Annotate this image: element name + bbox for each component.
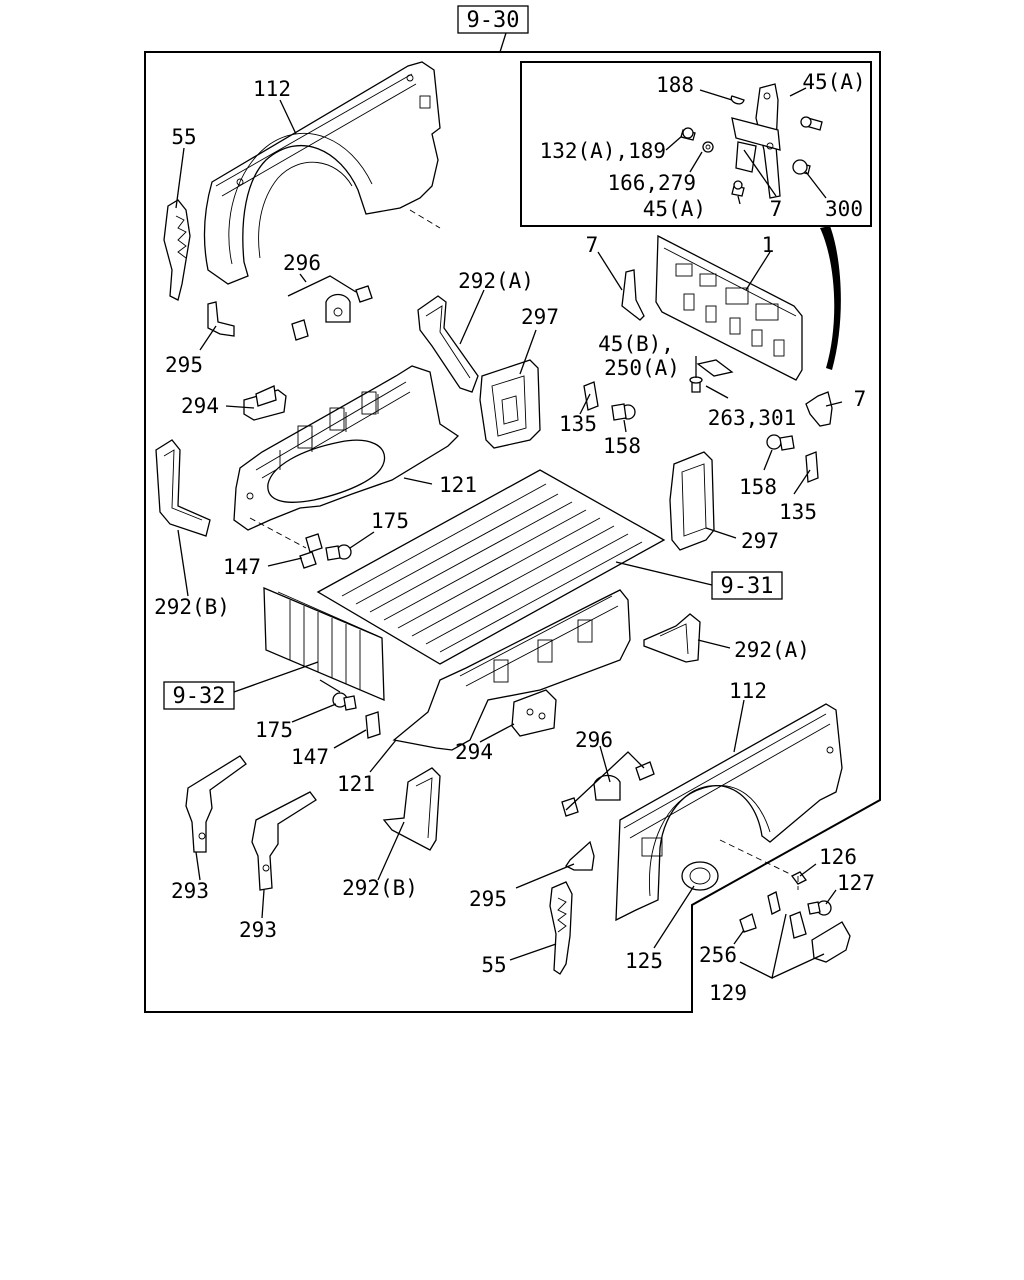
label-135-upper: 135 xyxy=(559,412,597,436)
label-297-upper: 297 xyxy=(521,305,559,329)
rear-fender-upper xyxy=(203,61,441,285)
label-126: 126 xyxy=(819,845,857,869)
label-292A-lower: 292(A) xyxy=(734,638,810,662)
weatherstrip-upper xyxy=(163,199,191,301)
label-158-upper: 158 xyxy=(603,434,641,458)
page-ref-box: 9-30 xyxy=(457,5,529,53)
guide-lines xyxy=(249,209,799,890)
bolt-set-tailgate xyxy=(689,359,734,393)
bed-box-297-right xyxy=(669,451,715,551)
label-292B-left: 292(B) xyxy=(154,595,230,619)
bracket-295-lower xyxy=(565,840,595,871)
label-293-b: 293 xyxy=(239,918,277,942)
weatherstrip-lower xyxy=(549,881,573,975)
label-175-upper: 175 xyxy=(371,509,409,533)
page-ref-label: 9-30 xyxy=(467,8,520,33)
bolt-clip-upper xyxy=(299,533,352,569)
label-297-right: 297 xyxy=(741,529,779,553)
front-panel-ref-label: 9-32 xyxy=(173,684,226,709)
bracket-294-upper xyxy=(243,385,287,421)
bracket-293-a xyxy=(185,755,247,853)
label-112-lower: 112 xyxy=(729,679,767,703)
label-147-lower: 147 xyxy=(291,745,329,769)
assembly-frame xyxy=(144,51,881,1013)
label-7-right: 7 xyxy=(854,387,867,411)
callout-labels: 112 55 188 45(A) 132(A),189 166,279 45(A… xyxy=(154,70,875,1005)
label-147-upper: 147 xyxy=(223,555,261,579)
label-293-a: 293 xyxy=(171,879,209,903)
bed-floor: 9-31 xyxy=(316,469,783,665)
label-55-upper: 55 xyxy=(171,125,196,149)
label-121-upper: 121 xyxy=(439,473,477,497)
label-294-lower: 294 xyxy=(455,740,493,764)
tailgate xyxy=(655,234,803,381)
inset-hinge-assembly xyxy=(680,83,823,199)
rear-fender-lower xyxy=(615,703,843,922)
bracket-292A-upper xyxy=(417,295,479,393)
label-45A-bottom: 45(A) xyxy=(643,197,706,221)
label-45B: 45(B), xyxy=(598,332,674,356)
bracket-292A-lower xyxy=(643,613,701,663)
leader-lines xyxy=(175,87,843,979)
bed-box-297-upper xyxy=(479,359,541,449)
label-263-301: 263,301 xyxy=(708,406,797,430)
label-1: 1 xyxy=(762,233,775,257)
label-45A-top: 45(A) xyxy=(802,70,865,94)
bracket-292B-left xyxy=(155,439,211,537)
label-294-upper: 294 xyxy=(181,394,219,418)
bed-side-panel-lower xyxy=(392,589,631,751)
label-7-inset: 7 xyxy=(770,197,783,221)
label-296-lower: 296 xyxy=(575,728,613,752)
label-175-lower: 175 xyxy=(255,718,293,742)
label-188: 188 xyxy=(656,73,694,97)
label-132A-189: 132(A),189 xyxy=(540,139,666,163)
label-158-right: 158 xyxy=(739,475,777,499)
label-7-left: 7 xyxy=(586,233,599,257)
hinge-7-left xyxy=(621,269,645,321)
bolt-clip-lower xyxy=(332,692,381,739)
label-55-lower: 55 xyxy=(481,953,506,977)
bracket-295-upper xyxy=(207,301,235,337)
label-125: 125 xyxy=(625,949,663,973)
label-250A: 250(A) xyxy=(604,356,680,380)
bracket-292B-lower xyxy=(382,767,441,851)
bed-side-panel-upper xyxy=(233,365,460,531)
bed-front-panel: 9-32 xyxy=(163,587,385,710)
label-295-upper: 295 xyxy=(165,353,203,377)
label-112-upper: 112 xyxy=(253,77,291,101)
inset-pointer-wedge xyxy=(820,226,841,370)
label-292A-upper: 292(A) xyxy=(458,269,534,293)
label-295-lower: 295 xyxy=(469,887,507,911)
label-121-lower: 121 xyxy=(337,772,375,796)
label-300: 300 xyxy=(825,197,863,221)
hinge-inset-box xyxy=(520,61,872,227)
label-166-279: 166,279 xyxy=(607,171,696,195)
label-127: 127 xyxy=(837,871,875,895)
label-135-right: 135 xyxy=(779,500,817,524)
label-256: 256 xyxy=(699,943,737,967)
fuel-filler-ring xyxy=(681,861,719,891)
clip-296-upper xyxy=(291,285,373,341)
fuel-cap-hardware xyxy=(739,871,851,963)
bracket-294-lower xyxy=(511,689,557,737)
label-129: 129 xyxy=(709,981,747,1005)
label-292B-lower: 292(B) xyxy=(342,876,418,900)
floor-ref-label: 9-31 xyxy=(721,574,774,599)
label-296-upper: 296 xyxy=(283,251,321,275)
bracket-293-b xyxy=(251,791,317,891)
bolt-135-158-upper xyxy=(583,381,636,421)
hinge-7-right xyxy=(805,391,833,427)
